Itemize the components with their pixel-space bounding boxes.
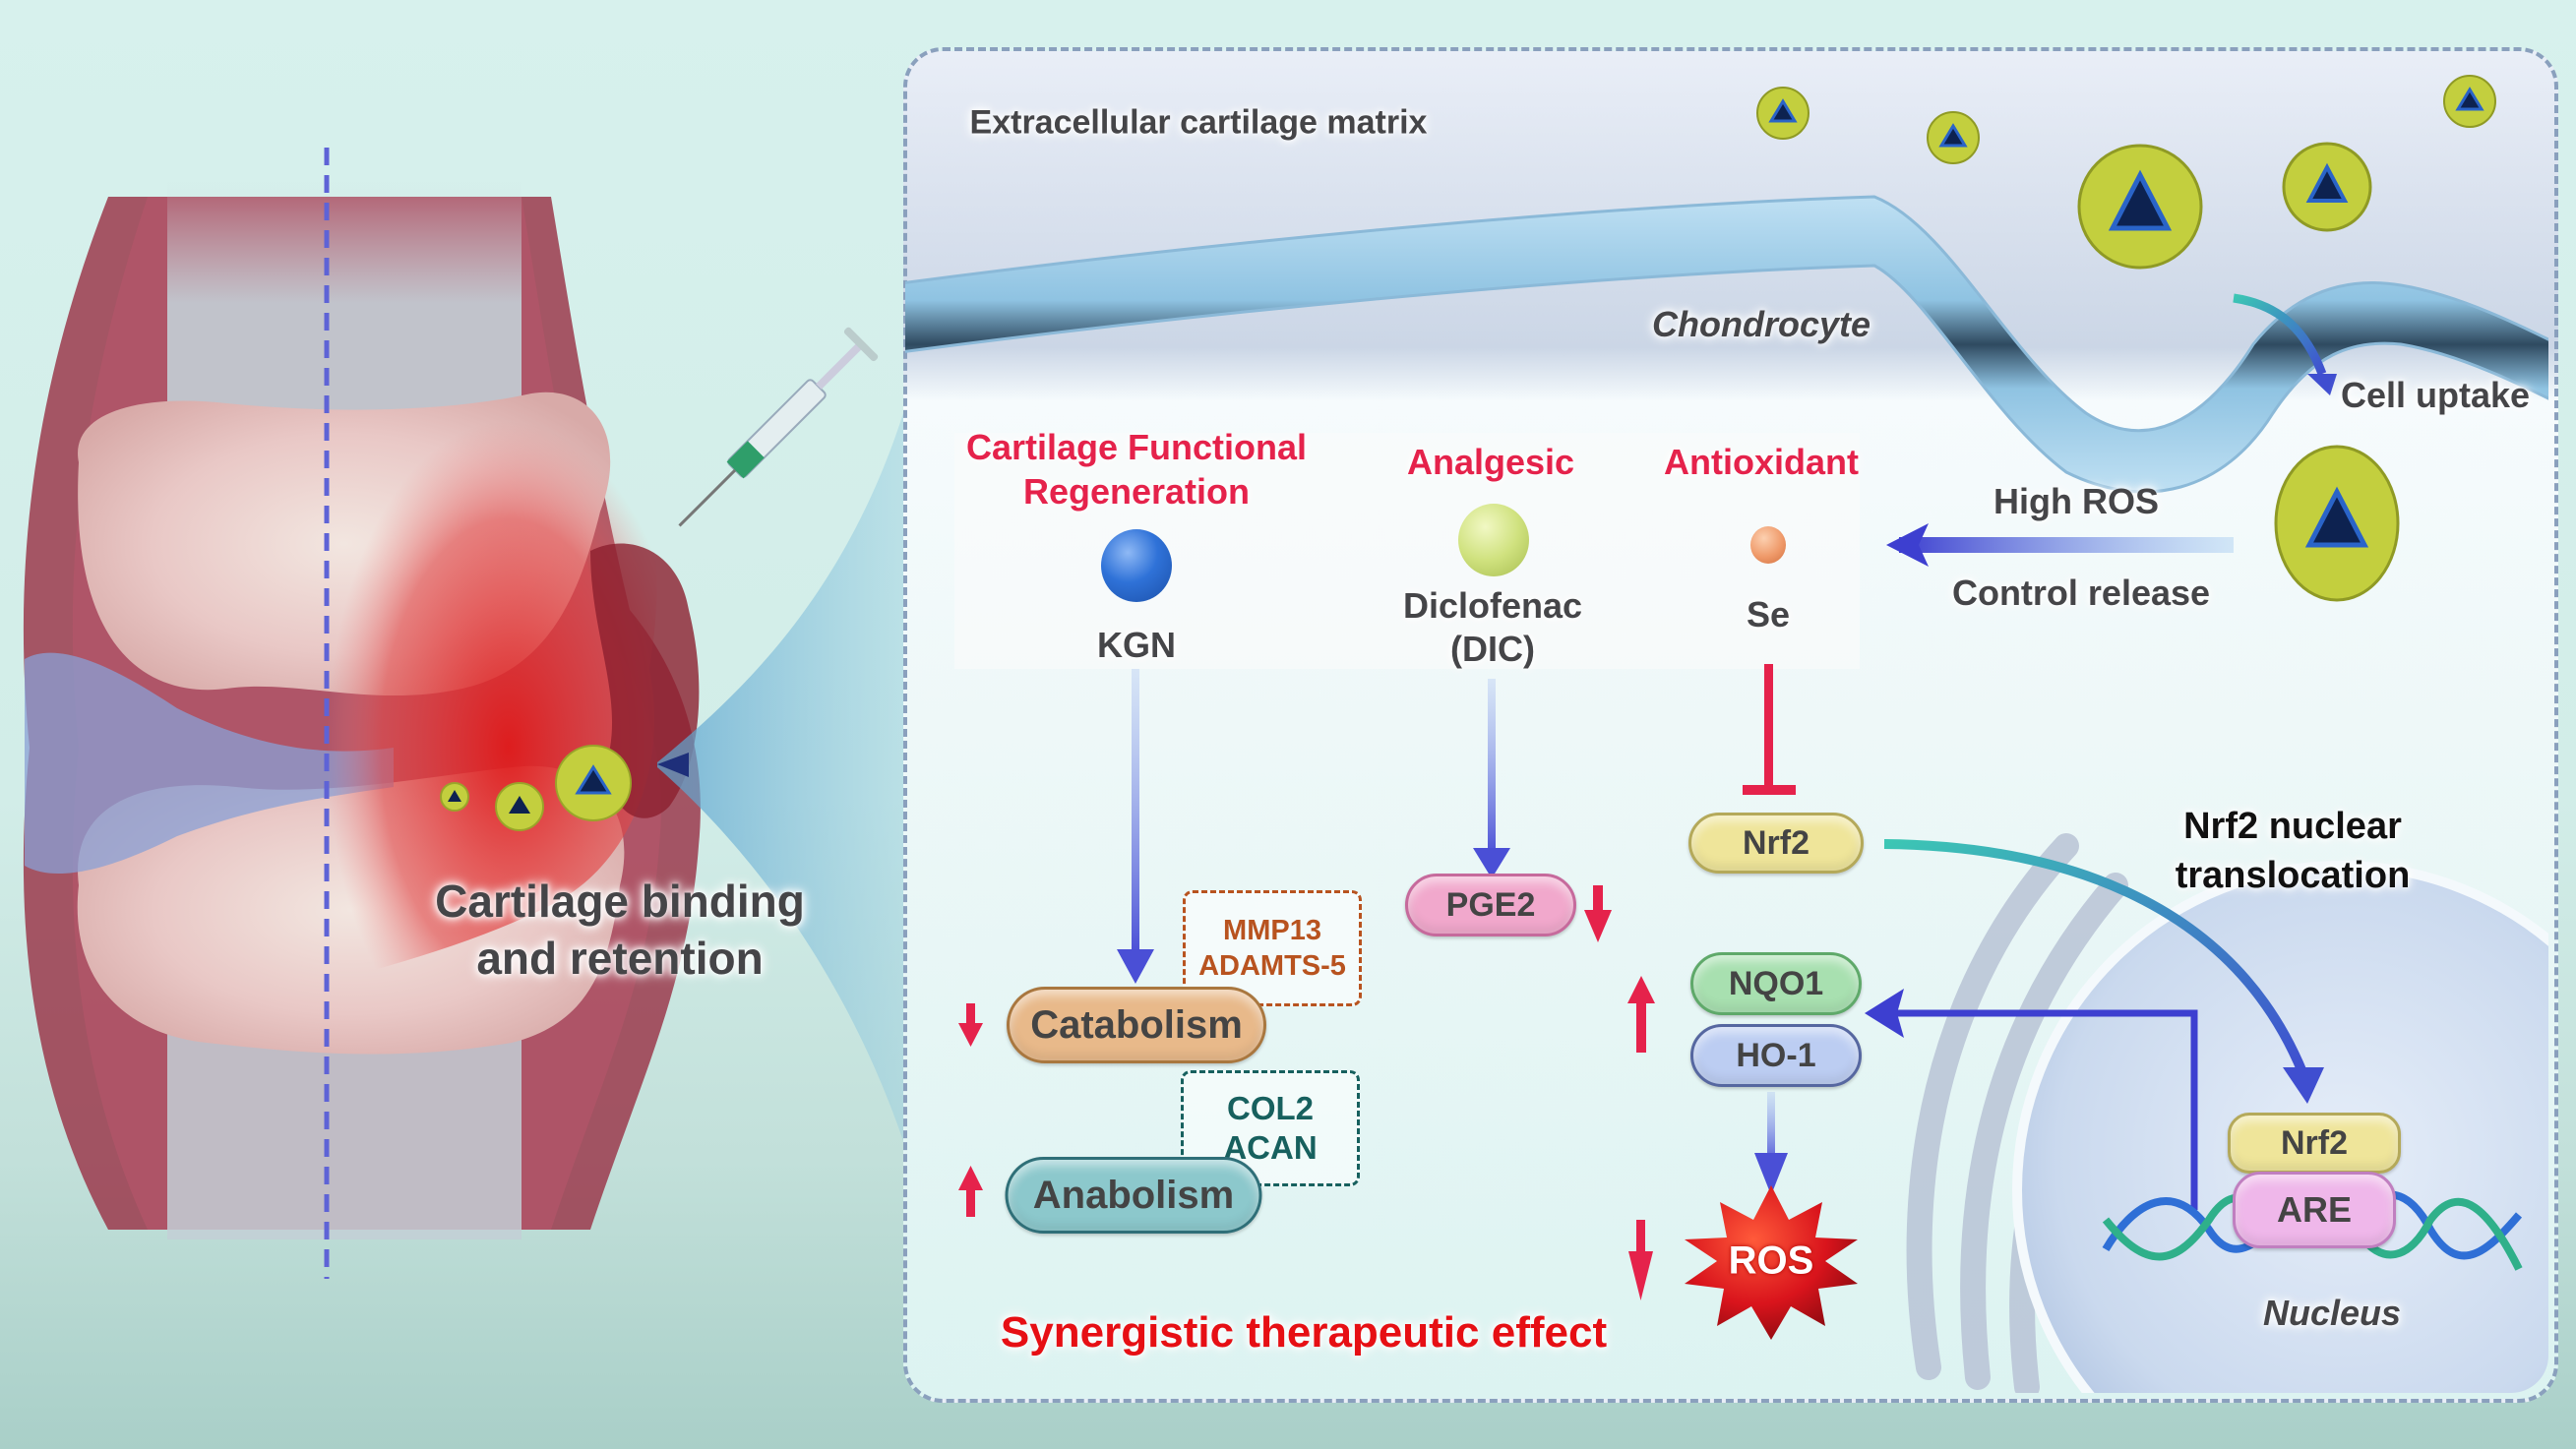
down-arrow-catabolism	[958, 1003, 983, 1047]
down-arrow-ros	[1628, 1220, 1653, 1300]
kgn-label: KGN	[1097, 625, 1176, 665]
are-feedback-arrow	[1889, 1009, 2198, 1210]
high-ros-label: High ROS	[1993, 481, 2159, 521]
ho1-pill: HO-1	[1690, 1024, 1862, 1087]
synergistic-effect-label: Synergistic therapeutic effect	[1000, 1308, 1608, 1357]
dic-arrow-head	[1473, 848, 1510, 878]
translocation-arrow	[1883, 839, 2307, 1074]
pge2-pill: PGE2	[1405, 874, 1576, 936]
ho1-arrow-head	[1754, 1153, 1788, 1195]
nanoparticle-entering	[2077, 144, 2203, 270]
nucleus-nrf2-block: Nrf2	[2228, 1113, 2401, 1174]
meniscus	[25, 652, 394, 875]
nanoparticle-small	[440, 782, 469, 812]
nanoparticle-ecm-2	[1927, 111, 1980, 164]
cell-membrane	[905, 195, 2548, 494]
diclofenac-label: Diclofenac (DIC)	[1402, 585, 1583, 669]
inflamed-region	[327, 392, 657, 985]
ros-label: ROS	[1728, 1238, 1814, 1283]
kgn-molecule-icon	[1101, 529, 1172, 602]
control-release-label: Control release	[1951, 573, 2211, 613]
knee-illustration	[23, 148, 903, 1279]
heading-analgesic: Analgesic	[1406, 442, 1575, 482]
up-arrow-anabolism	[958, 1166, 983, 1217]
ros-burst-icon	[1685, 1185, 1858, 1340]
zoom-beam	[657, 413, 903, 1141]
nqo1-pill: NQO1	[1690, 952, 1862, 1015]
nanoparticle-medium	[495, 782, 544, 831]
diclofenac-molecule-icon	[1458, 504, 1529, 576]
release-arrow-shaft	[1899, 537, 2234, 553]
syringe-icon	[678, 327, 879, 527]
kgn-arrow-head	[1117, 949, 1154, 984]
nrf2-pill: Nrf2	[1688, 813, 1864, 874]
translocation-label: Nrf2 nuclear translocation	[2175, 806, 2411, 896]
heading-regeneration: Cartilage Functional Regeneration	[965, 427, 1308, 512]
heading-antioxidant: Antioxidant	[1664, 442, 1859, 482]
are-block: ARE	[2233, 1172, 2396, 1248]
selenium-molecule-icon	[1750, 526, 1786, 564]
knee-caption: Cartilage binding and retention	[435, 875, 805, 984]
cell-uptake-label: Cell uptake	[2340, 375, 2531, 415]
nucleus-label: Nucleus	[2262, 1293, 2402, 1333]
se-label: Se	[1746, 594, 1791, 634]
chondrocyte-label: Chondrocyte	[1651, 304, 1871, 344]
cell-uptake-arrow	[2233, 293, 2327, 376]
se-inhibition-line	[1764, 664, 1773, 790]
release-arrow-head	[1886, 523, 1929, 567]
up-arrow-nqo1	[1627, 976, 1655, 1053]
nanoparticle-ecm-1	[1756, 87, 1809, 140]
nanoparticle-release	[2274, 445, 2400, 602]
ecm-label: Extracellular cartilage matrix	[969, 103, 1428, 142]
catabolism-pill: Catabolism	[1007, 987, 1266, 1063]
anabolism-pill: Anabolism	[1005, 1157, 1262, 1234]
nanoparticle-large	[555, 745, 632, 821]
nanoparticle-ecm-3	[2443, 75, 2496, 128]
down-arrow-pge2	[1584, 885, 1612, 942]
nanoparticle-docking	[2282, 142, 2372, 232]
